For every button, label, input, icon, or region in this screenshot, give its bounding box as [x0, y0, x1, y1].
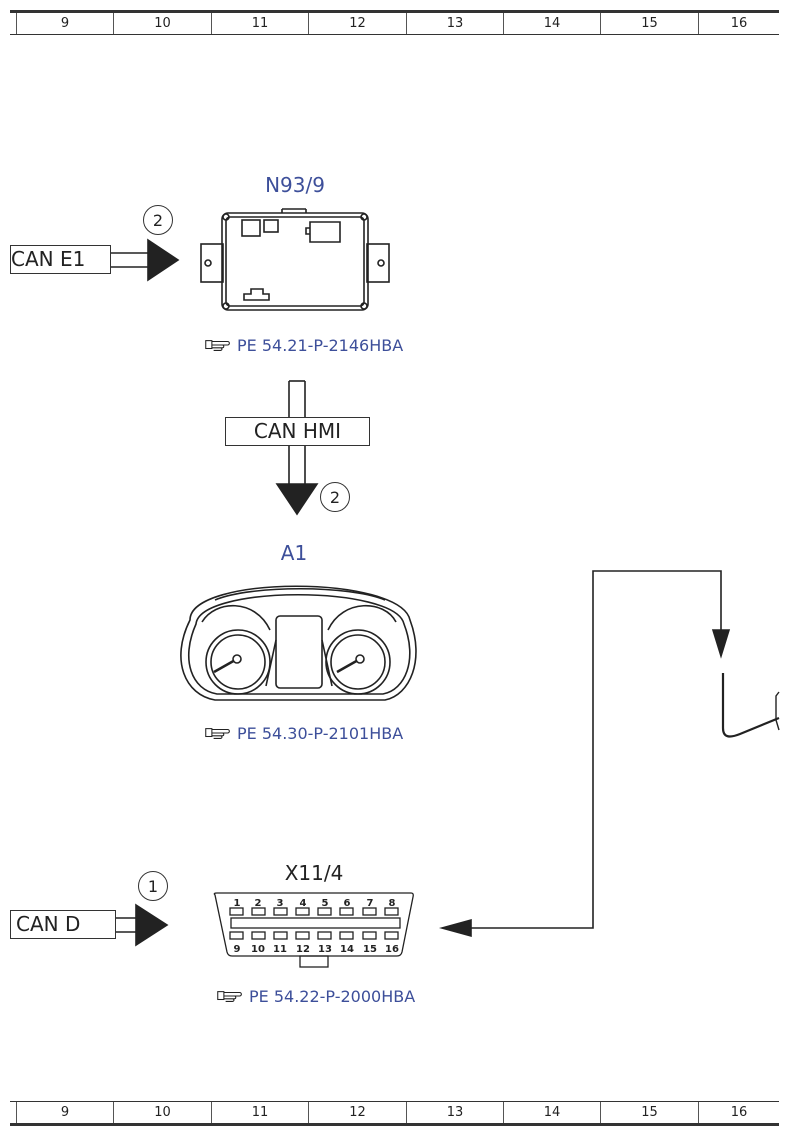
n93-9-reference-text: PE 54.21-P-2146HBA — [237, 336, 404, 355]
can-d-wire — [115, 903, 169, 947]
grid-cell: 9 — [16, 13, 113, 34]
x11-4-arrowhead — [438, 918, 472, 938]
n93-9-module-drawing — [200, 208, 390, 311]
pin-number: 11 — [273, 944, 287, 955]
pin-number: 1 — [234, 898, 241, 909]
can-hmi-marker: 2 — [320, 482, 350, 512]
pin-number: 2 — [255, 898, 262, 909]
can-e1-wire — [110, 238, 180, 282]
grid-cell: 14 — [503, 1102, 600, 1123]
a1-reference-text: PE 54.30-P-2101HBA — [237, 724, 404, 743]
grid-cell: 12 — [308, 13, 406, 34]
right-signal-wire — [438, 570, 780, 938]
can-d-arrowhead — [135, 903, 169, 947]
can-hmi-label: CAN HMI — [225, 417, 370, 446]
pin-number: 5 — [322, 898, 329, 909]
pin-number: 4 — [300, 898, 307, 909]
can-hmi-arrowhead — [275, 483, 319, 516]
grid-cell: 12 — [308, 1102, 406, 1123]
top-grid-ruler: 9 10 11 12 13 14 15 16 — [10, 10, 779, 35]
grid-cell: 11 — [211, 1102, 308, 1123]
pin-number: 10 — [251, 944, 265, 955]
pin-number: 14 — [340, 944, 354, 955]
grid-cell: 16 — [698, 1102, 779, 1123]
can-e1-arrowhead — [147, 238, 180, 282]
x11-4-reference-text: PE 54.22-P-2000HBA — [249, 987, 416, 1006]
bottom-grid-ruler: 9 10 11 12 13 14 15 16 — [10, 1101, 779, 1126]
pin-number: 7 — [367, 898, 374, 909]
can-e1-label: CAN E1 — [10, 245, 111, 274]
pointing-hand-icon — [205, 728, 230, 739]
n93-9-label: N93/9 — [265, 173, 325, 197]
can-hmi-wire — [275, 380, 319, 516]
a1-label: A1 — [280, 541, 308, 565]
pin-number: 9 — [234, 944, 241, 955]
x11-4-bottom-pin-slots — [229, 931, 399, 940]
x11-4-reference[interactable]: PE 54.22-P-2000HBA — [215, 987, 415, 1006]
a1-instrument-cluster-drawing — [180, 585, 417, 701]
grid-cell: 15 — [600, 1102, 698, 1123]
pin-number: 15 — [363, 944, 377, 955]
grid-cell: 16 — [698, 13, 779, 34]
x11-4-label: X11/4 — [284, 861, 344, 885]
can-d-marker: 1 — [138, 871, 168, 901]
pin-number: 8 — [389, 898, 396, 909]
grid-cell: 11 — [211, 13, 308, 34]
grid-cell: 13 — [406, 13, 503, 34]
grid-cell: 9 — [16, 1102, 113, 1123]
pin-number: 3 — [277, 898, 284, 909]
grid-cell: 14 — [503, 13, 600, 34]
pin-number: 16 — [385, 944, 399, 955]
a1-reference[interactable]: PE 54.30-P-2101HBA — [203, 724, 403, 743]
can-e1-marker: 2 — [143, 205, 173, 235]
grid-cell: 10 — [113, 13, 211, 34]
x11-4-top-pin-slots — [229, 907, 399, 916]
pin-number: 12 — [296, 944, 310, 955]
grid-cell: 15 — [600, 13, 698, 34]
pointing-hand-icon — [205, 340, 230, 351]
can-d-label: CAN D — [10, 910, 116, 939]
pointing-hand-icon — [217, 991, 242, 1002]
n93-9-reference[interactable]: PE 54.21-P-2146HBA — [203, 336, 403, 355]
right-down-arrowhead — [711, 629, 731, 659]
pin-number: 13 — [318, 944, 332, 955]
grid-cell: 10 — [113, 1102, 211, 1123]
pin-number: 6 — [344, 898, 351, 909]
x11-4-connector-drawing — [213, 892, 414, 968]
grid-cell: 13 — [406, 1102, 503, 1123]
